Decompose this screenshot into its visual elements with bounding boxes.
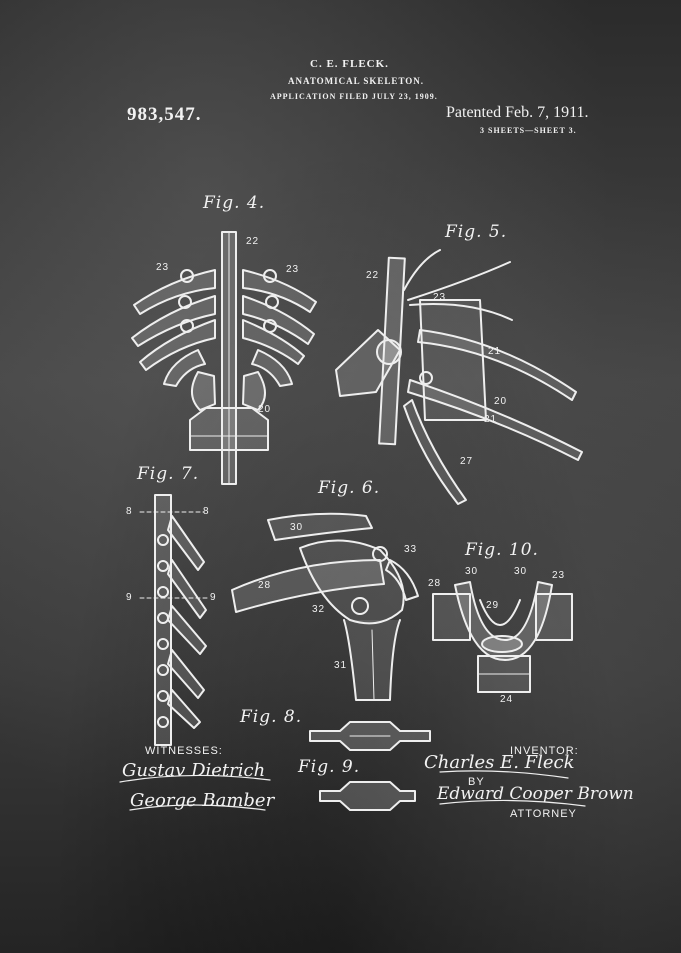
ref-23: 23 — [433, 292, 447, 303]
witness-signature-2: George Bamber — [130, 790, 275, 811]
ref-30: 30 — [465, 566, 479, 577]
ref-22: 22 — [246, 236, 260, 247]
ref-29: 29 — [486, 600, 500, 611]
figure-5-spine-drawing — [335, 249, 583, 505]
ref-21: 21 — [488, 346, 502, 357]
ref-23: 23 — [552, 570, 566, 581]
figure-9-connector-drawing — [319, 781, 416, 811]
ref-27: 27 — [460, 456, 474, 467]
ref-30: 30 — [514, 566, 528, 577]
inventor-name: C. E. FLECK. — [310, 58, 389, 70]
sheet-count: 3 SHEETS—SHEET 3. — [480, 126, 577, 135]
ref-32: 32 — [312, 604, 326, 615]
ref-23: 23 — [156, 262, 170, 273]
figure-4-spine-drawing — [131, 231, 317, 485]
figure-10-label: Fig. 10. — [465, 540, 539, 560]
figure-7-label: Fig. 7. — [137, 464, 200, 484]
figure-10-section-drawing — [432, 581, 573, 693]
attorney-label: ATTORNEY — [510, 808, 577, 820]
figure-5-label: Fig. 5. — [445, 222, 508, 242]
by-label: BY — [468, 776, 485, 788]
ref-9: 9 — [210, 592, 217, 603]
ref-9: 9 — [126, 592, 133, 603]
ref-28: 28 — [428, 578, 442, 589]
ref-30: 30 — [290, 522, 304, 533]
figure-8-label: Fig. 8. — [240, 707, 303, 727]
figure-9-label: Fig. 9. — [298, 757, 361, 777]
inventor-signature: Charles E. Fleck — [424, 752, 575, 773]
ref-21: 21 — [484, 414, 498, 425]
patent-title: ANATOMICAL SKELETON. — [288, 76, 425, 86]
ref-8: 8 — [203, 506, 210, 517]
ref-20: 20 — [258, 404, 272, 415]
ref-20: 20 — [494, 396, 508, 407]
ref-23: 23 — [286, 264, 300, 275]
figure-8-connector-drawing — [309, 721, 431, 751]
inventor-label: INVENTOR: — [510, 745, 579, 757]
attorney-signature: Edward Cooper Brown — [437, 784, 634, 804]
ref-8: 8 — [126, 506, 133, 517]
figure-6-label: Fig. 6. — [318, 478, 381, 498]
ref-31: 31 — [334, 660, 348, 671]
witness-signature-1: Gustav Dietrich — [122, 760, 266, 781]
ref-33: 33 — [404, 544, 418, 555]
patent-number: 983,547. — [127, 104, 202, 125]
figure-4-label: Fig. 4. — [203, 193, 266, 213]
figure-7-column-drawing — [139, 494, 209, 746]
witnesses-label: WITNESSES: — [145, 745, 223, 757]
ref-24: 24 — [500, 694, 514, 705]
figure-6-shoulder-drawing — [231, 512, 419, 701]
ref-28: 28 — [258, 580, 272, 591]
application-date: APPLICATION FILED JULY 23, 1909. — [270, 92, 438, 101]
patented-date: Patented Feb. 7, 1911. — [446, 104, 589, 121]
ref-22: 22 — [366, 270, 380, 281]
